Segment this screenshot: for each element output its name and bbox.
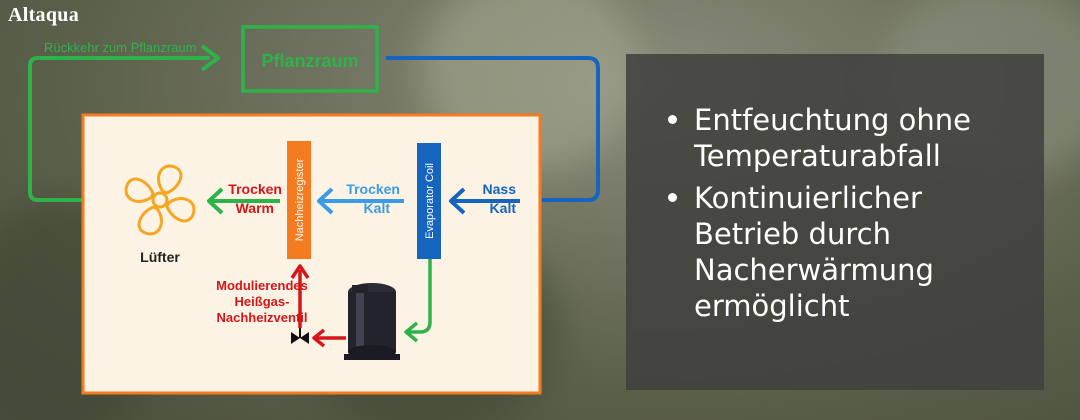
hot-gas-arrow-head [312,328,326,348]
benefits-panel: Entfeuchtung ohne Temperaturabfall Konti… [626,54,1044,390]
fan-label: Lüfter [140,249,180,265]
evaporator-coil-label: Evaporator Coil [424,163,436,239]
benefit-line: Betrieb durch [694,217,891,251]
benefits-list: Entfeuchtung ohne Temperaturabfall Konti… [666,102,1034,326]
reheat-coil [287,141,311,259]
air-state-label-warm: Warm [236,200,274,216]
benefit-line: Temperaturabfall [694,139,941,173]
return-air-line [28,56,210,202]
wet-air-arrow-head [449,187,466,215]
room-air-line [386,56,600,202]
valve-label-line: Modulierendes [216,278,308,293]
air-state-label-dry: Trocken [228,181,282,197]
reheat-gas-arrow-head [290,264,310,279]
valve-label-line: Nachheizventil [216,310,307,325]
grow-room-box [241,25,379,93]
benefit-line: Entfeuchtung ohne [694,103,971,137]
compressor-icon [344,283,400,360]
refrigerant-arrow-head [404,321,419,343]
grow-room-label: Pflanzraum [261,51,358,71]
air-state-label-cold: Kalt [364,200,391,216]
air-state-label-cold: Kalt [490,200,517,216]
return-air-arrow-head [200,44,220,72]
air-state-label-dry: Trocken [346,181,400,197]
benefit-item: Entfeuchtung ohne Temperaturabfall [668,102,1034,174]
fan-icon [124,164,196,236]
reheat-coil-label: Nachheizregister [294,158,306,241]
evaporator-coil [417,143,441,259]
return-air-label: Rückkehr zum Pflanzraum [44,40,196,55]
brand-logo: Altaqua [8,4,80,26]
valve-label-line: Heißgas- [235,294,290,309]
benefit-item: Kontinuierlicher Betrieb durch Nacherwär… [668,180,1034,324]
dry-cold-air-arrow-head [317,187,334,215]
dehumidifier-unit-box [81,113,542,395]
air-state-label-wet: Nass [483,181,517,197]
benefit-line: Nacherwärmung [694,253,934,287]
dry-warm-air-arrow-head [207,187,224,215]
benefit-line: Kontinuierlicher [694,181,922,215]
refrigerant-line-evaporator [408,259,432,334]
benefit-line: ermöglicht [694,289,850,323]
valve-icon [291,328,309,344]
